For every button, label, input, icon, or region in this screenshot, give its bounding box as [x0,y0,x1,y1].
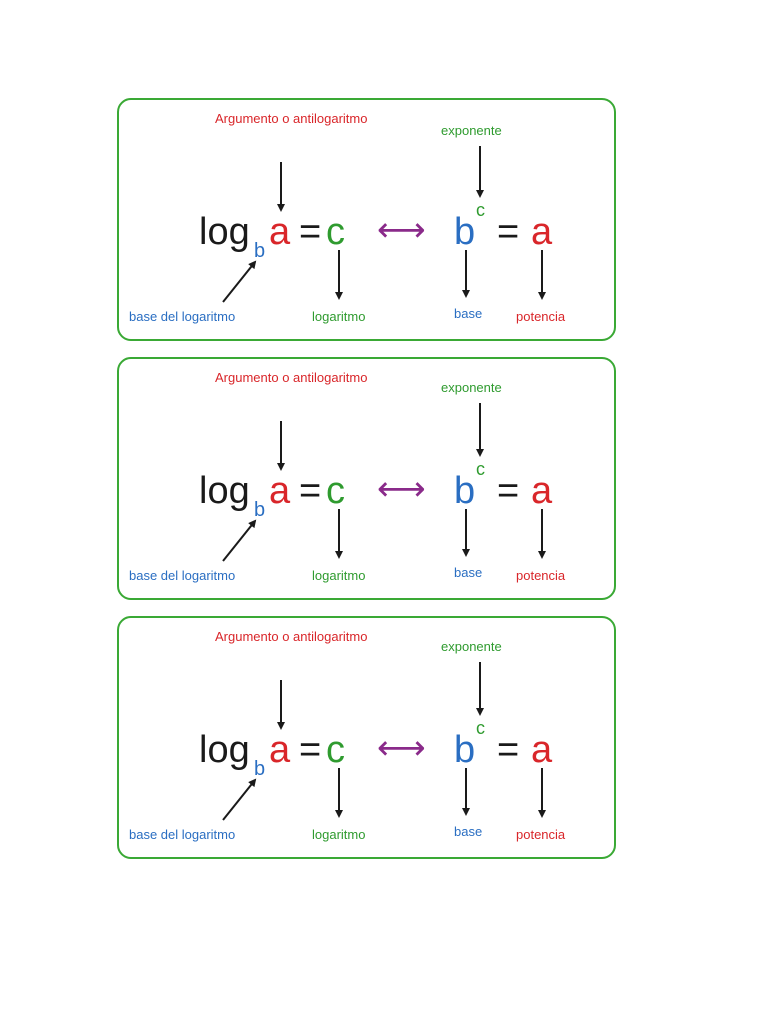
power-result: a [531,729,553,771]
power-equals: = [497,729,520,771]
base-symbol: b [254,240,266,262]
power-equals: = [497,211,520,253]
base-label: base [454,824,483,839]
iff-arrow: ⟷ [377,211,426,249]
base-symbol: b [254,758,266,780]
base-symbol: b [254,499,266,521]
result-symbol: c [326,211,345,253]
argument-symbol: a [269,211,291,253]
result-symbol: c [326,729,345,771]
power-label: potencia [516,827,566,842]
base-label: base [454,565,483,580]
base-label: base [454,306,483,321]
iff-arrow: ⟷ [377,470,426,508]
power-label: potencia [516,568,566,583]
log-definition-card-1: Argumento o antilogaritmo exponente log … [117,98,616,341]
equals-sign: = [299,470,322,512]
arrows [222,146,546,303]
power-exponent: c [476,459,485,479]
power-equals: = [497,470,520,512]
power-exponent: c [476,200,485,220]
power-result: a [531,470,553,512]
logarithm-label: logaritmo [312,827,366,842]
power-label: potencia [516,309,566,324]
exponent-label: exponente [441,639,502,654]
log-text: log [199,470,250,512]
base-log-arrow [222,778,257,821]
arrows [222,662,546,821]
exponent-label: exponente [441,123,502,138]
iff-arrow: ⟷ [377,729,426,767]
argument-label: Argumento o antilogaritmo [215,629,368,644]
argument-label: Argumento o antilogaritmo [215,370,368,385]
power-base: b [454,729,476,771]
power-base: b [454,211,476,253]
equals-sign: = [299,211,322,253]
log-definition-card-3: Argumento o antilogaritmo exponente log … [117,616,616,859]
log-text: log [199,211,250,253]
base-log-label: base del logaritmo [129,568,236,583]
equals-sign: = [299,729,322,771]
power-base: b [454,470,476,512]
result-symbol: c [326,470,345,512]
log-text: log [199,729,250,771]
logarithm-label: logaritmo [312,309,366,324]
argument-symbol: a [269,729,291,771]
argument-label: Argumento o antilogaritmo [215,111,368,126]
base-log-label: base del logaritmo [129,827,236,842]
logarithm-label: logaritmo [312,568,366,583]
arrows [222,403,546,562]
power-exponent: c [476,718,485,738]
base-log-arrow [222,260,257,303]
argument-symbol: a [269,470,291,512]
exponent-label: exponente [441,380,502,395]
base-log-label: base del logaritmo [129,309,236,324]
log-definition-card-2: Argumento o antilogaritmo exponente log … [117,357,616,600]
power-result: a [531,211,553,253]
base-log-arrow [222,519,257,562]
